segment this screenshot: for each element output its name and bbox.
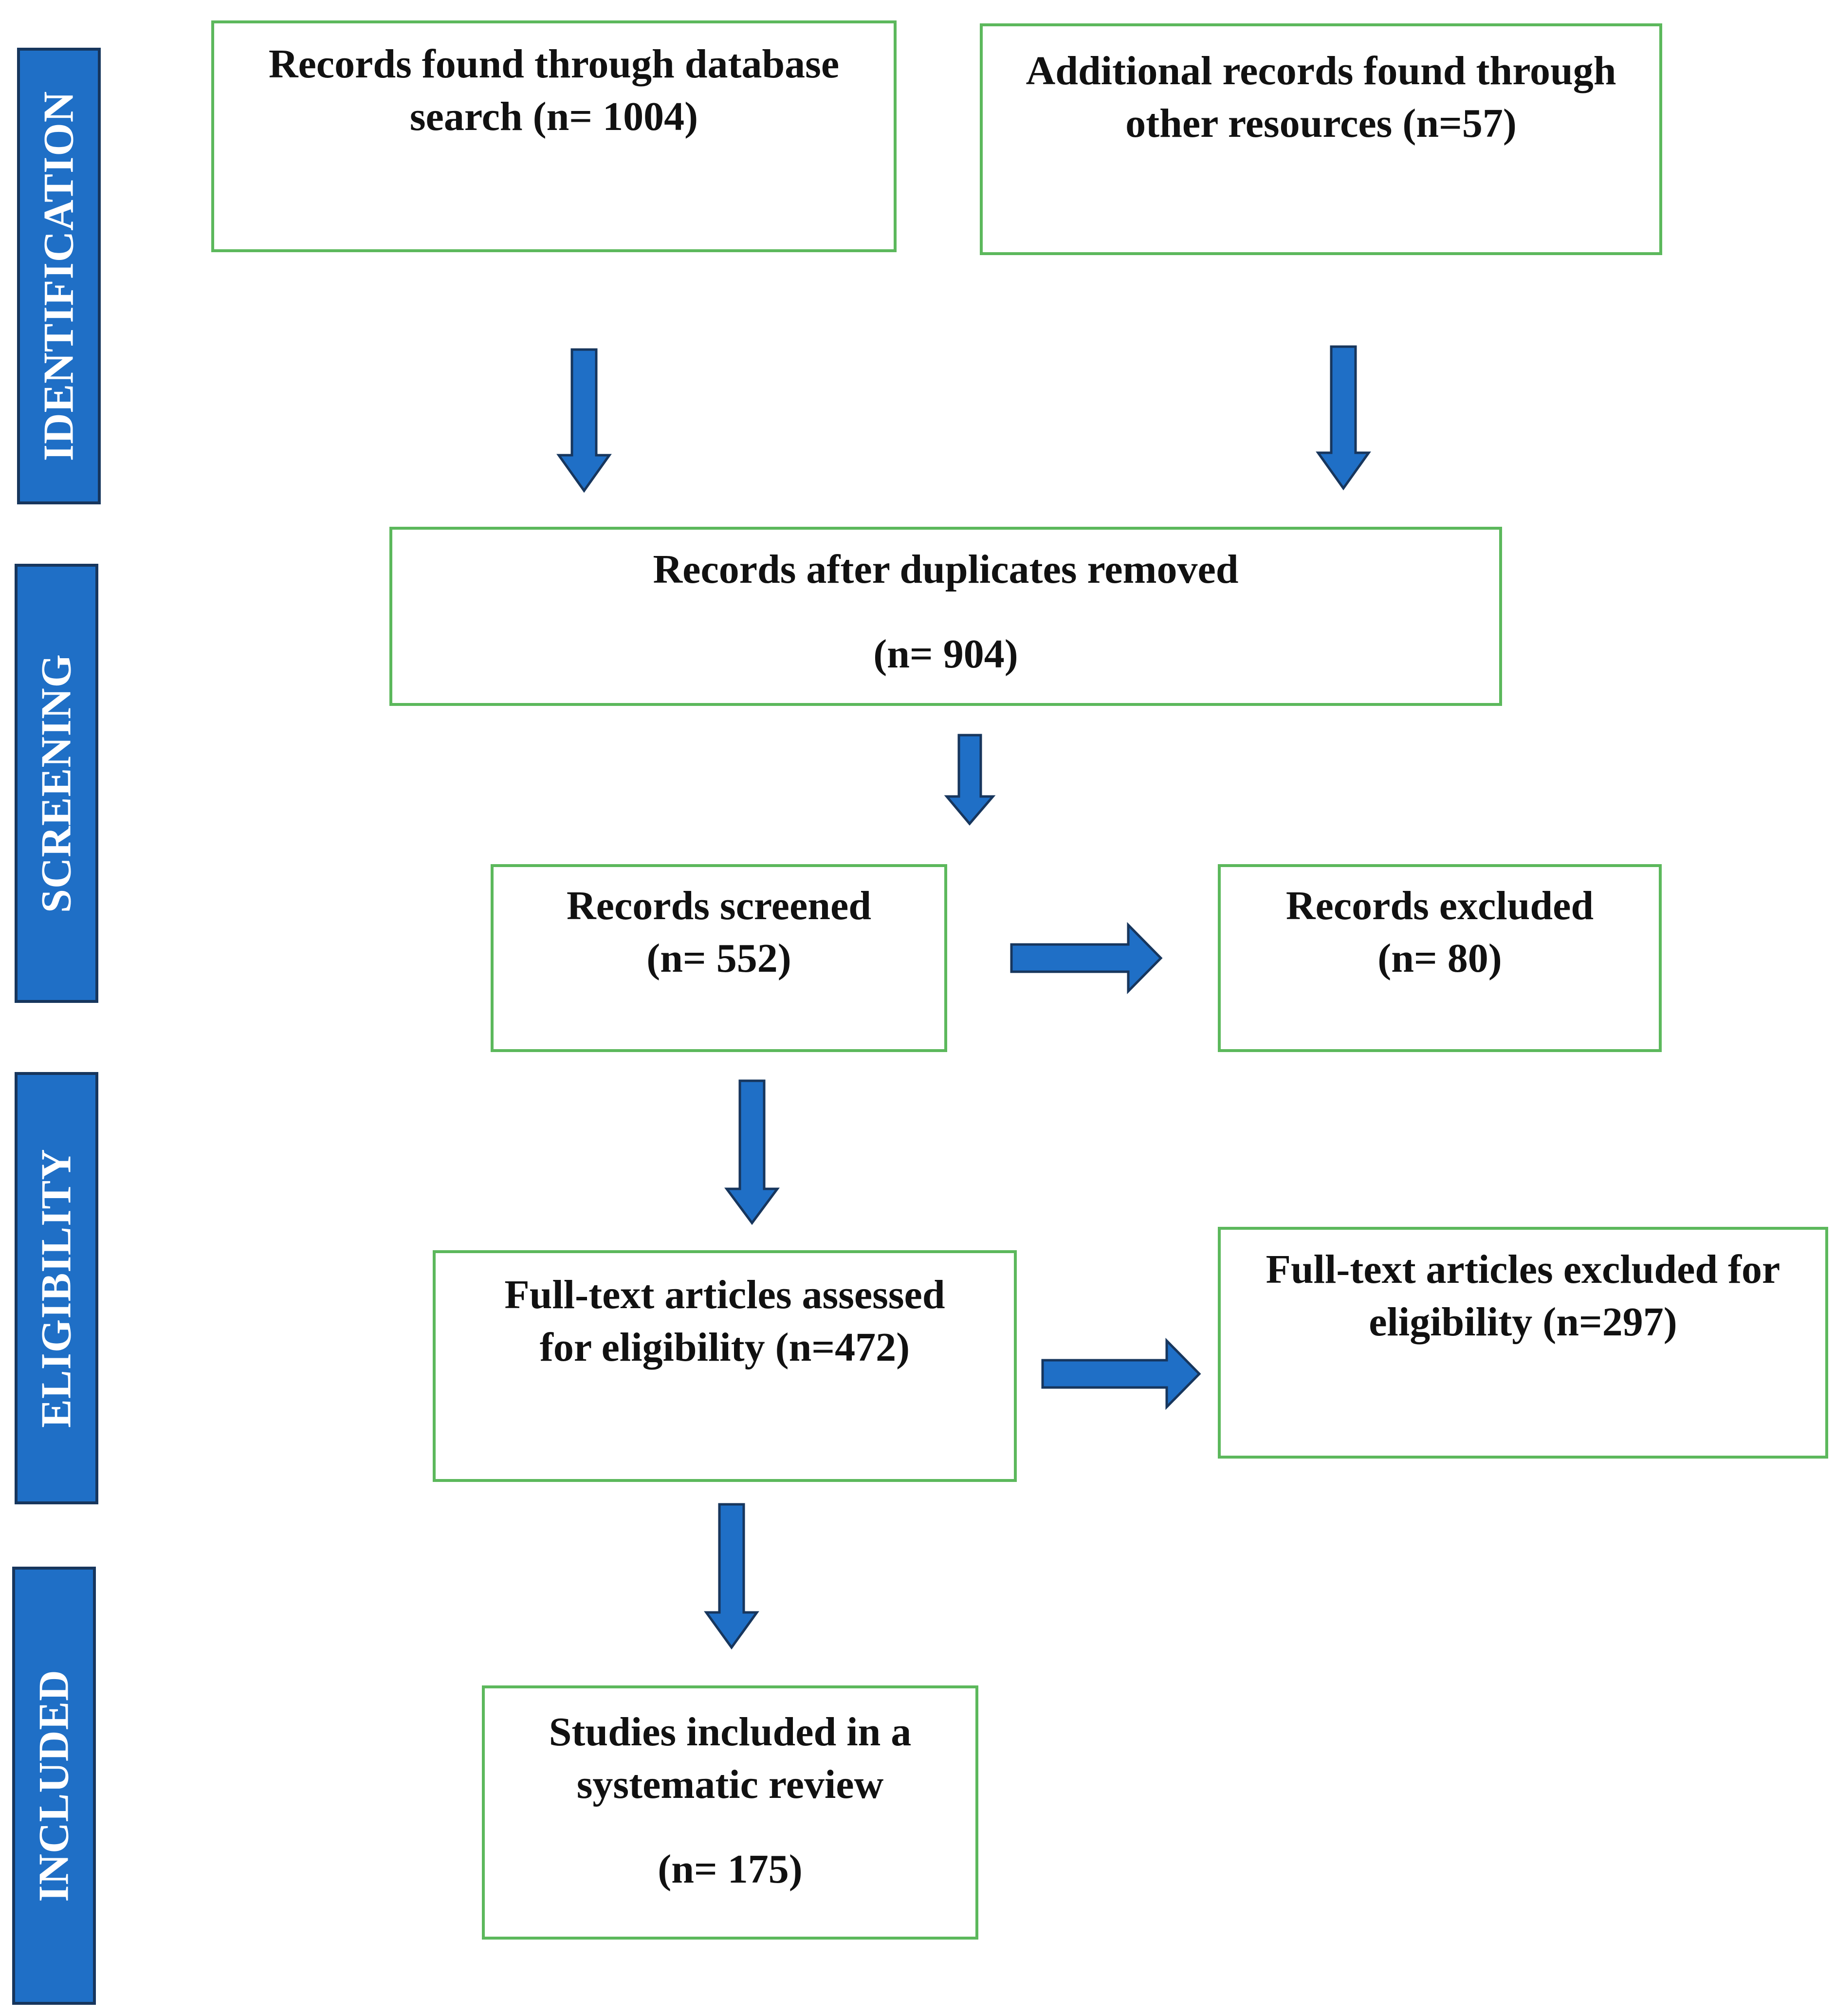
other-resources-line1: Additional records found through bbox=[1026, 48, 1616, 93]
arrow-down-duplicates bbox=[944, 734, 996, 826]
fulltext-excluded-line2: eligibility (n=297) bbox=[1369, 1299, 1677, 1345]
other-resources-box: Additional records found through other r… bbox=[980, 23, 1662, 255]
records-excluded-count: (n= 80) bbox=[1377, 936, 1502, 981]
arrow-down-assessed bbox=[704, 1503, 759, 1650]
records-screened-box: Records screened (n= 552) bbox=[491, 864, 947, 1052]
database-search-box: Records found through database search (n… bbox=[211, 20, 897, 252]
records-excluded-box: Records excluded (n= 80) bbox=[1218, 864, 1662, 1052]
arrow-down-other-resources bbox=[1316, 345, 1371, 491]
database-search-line2: search (n= 1004) bbox=[409, 94, 698, 139]
other-resources-line2: other resources (n=57) bbox=[1125, 101, 1517, 146]
fulltext-excluded-box: Full-text articles excluded for eligibil… bbox=[1218, 1227, 1828, 1459]
database-search-line1: Records found through database bbox=[268, 41, 840, 87]
records-screened-line1: Records screened bbox=[567, 883, 871, 928]
stage-screening: SCREENING bbox=[15, 564, 98, 1003]
fulltext-assessed-line2: for eligibility (n=472) bbox=[539, 1325, 910, 1370]
arrow-down-database bbox=[556, 348, 612, 493]
fulltext-assessed-line1: Full-text articles assessed bbox=[504, 1272, 945, 1317]
stage-identification: IDENTIFICATION bbox=[17, 48, 101, 504]
arrow-down-screened bbox=[724, 1079, 780, 1225]
stage-eligibility: ELIGIBILITY bbox=[15, 1072, 98, 1504]
studies-included-line2: systematic review bbox=[576, 1762, 884, 1807]
arrow-right-assessed-excluded bbox=[1041, 1337, 1201, 1410]
studies-included-box: Studies included in a systematic review … bbox=[482, 1685, 978, 1940]
duplicates-removed-count: (n= 904) bbox=[873, 631, 1018, 677]
fulltext-assessed-box: Full-text articles assessed for eligibil… bbox=[433, 1250, 1017, 1482]
stage-included: INCLUDED bbox=[12, 1567, 96, 2005]
studies-included-count: (n= 175) bbox=[658, 1847, 803, 1892]
records-excluded-line1: Records excluded bbox=[1285, 883, 1594, 928]
fulltext-excluded-line1: Full-text articles excluded for bbox=[1266, 1247, 1780, 1292]
records-screened-count: (n= 552) bbox=[646, 936, 791, 981]
duplicates-removed-box: Records after duplicates removed (n= 904… bbox=[389, 527, 1502, 706]
studies-included-line1: Studies included in a bbox=[549, 1709, 912, 1755]
arrow-right-screened-excluded bbox=[1010, 922, 1163, 995]
duplicates-removed-line1: Records after duplicates removed bbox=[653, 547, 1239, 592]
